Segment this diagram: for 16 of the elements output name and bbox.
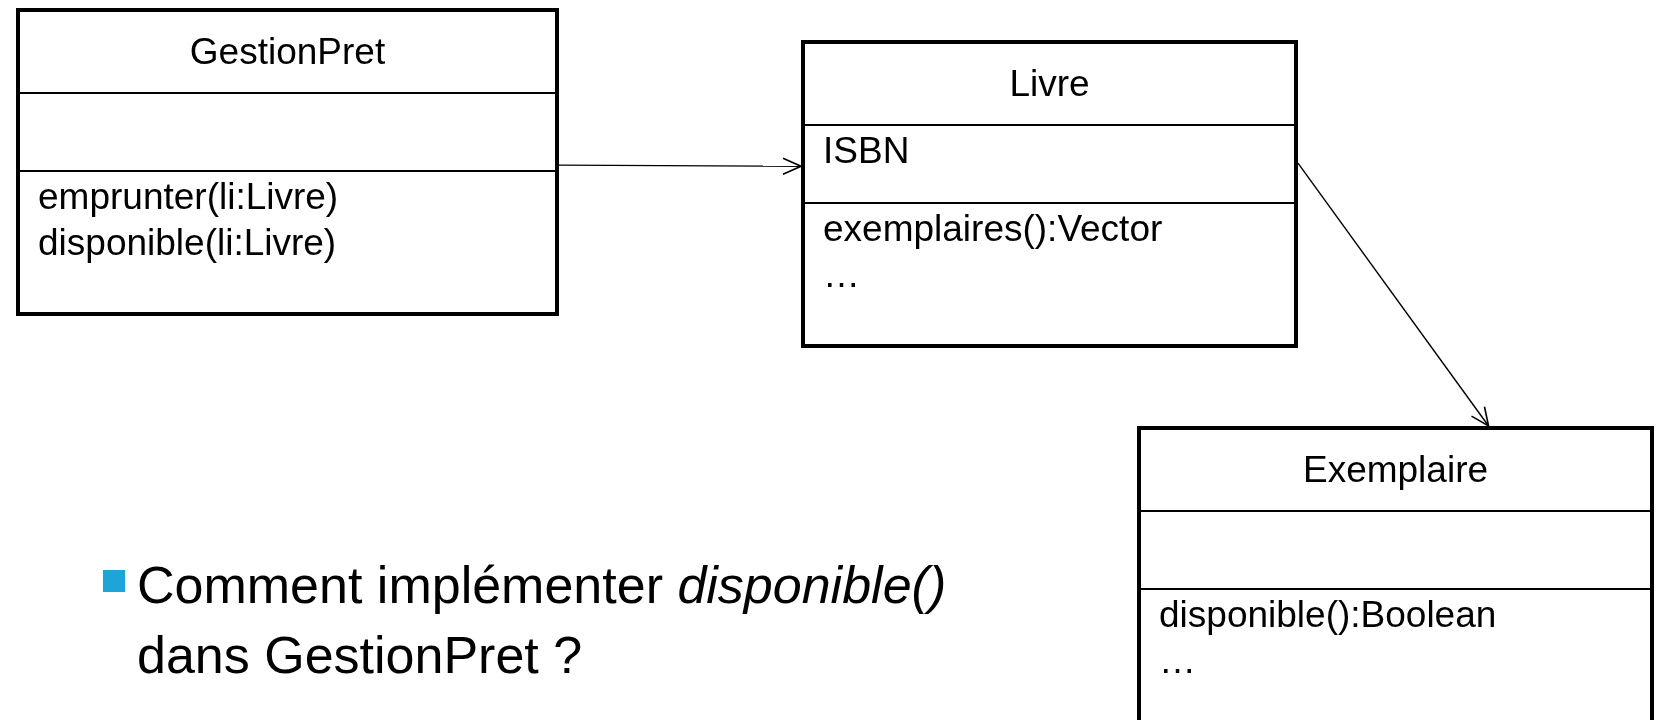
class-box <box>1137 426 1654 720</box>
attribute-text: ISBN <box>823 129 911 173</box>
method-text: disponible():Boolean <box>1159 593 1498 637</box>
class-name: GestionPret <box>189 30 386 74</box>
method-text: … <box>1159 639 1197 683</box>
method-text: disponible(li:Livre) <box>38 221 338 265</box>
method-text: exemplaires():Vector <box>823 207 1164 251</box>
method-text: … <box>823 253 861 297</box>
bullet-text: Comment implémenter disponible() dans GestionPret ? <box>137 555 948 686</box>
class-name: Livre <box>1009 62 1090 106</box>
class-name: Exemplaire <box>1302 448 1489 492</box>
class-box <box>16 8 559 316</box>
arrow <box>1297 162 1490 427</box>
class-box <box>801 40 1298 348</box>
arrow <box>558 157 802 175</box>
method-text: emprunter(li:Livre) <box>38 175 340 219</box>
